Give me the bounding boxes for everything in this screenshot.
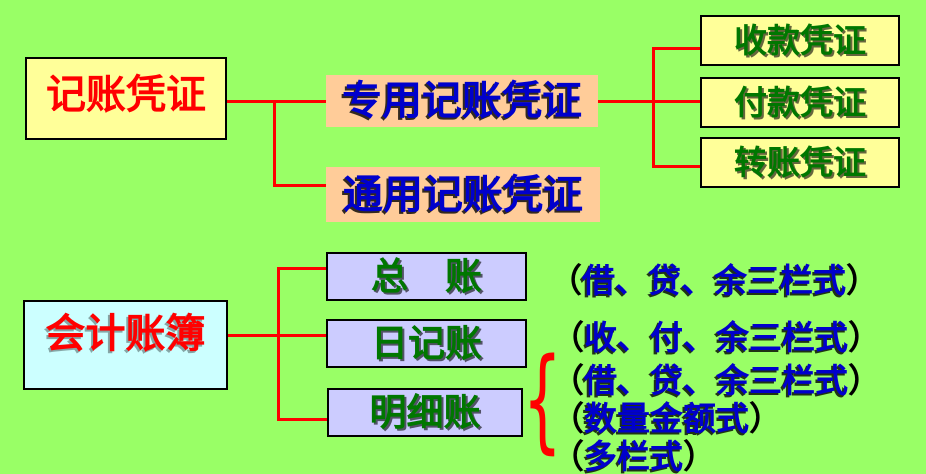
brace-icon: { xyxy=(522,335,562,465)
journal-label: 日记账 xyxy=(371,322,482,365)
connector-to-journal xyxy=(277,334,326,337)
note-paren-close: ） xyxy=(846,261,879,300)
note-paren-open: （ xyxy=(551,361,584,400)
connector-root-to-special xyxy=(227,100,326,103)
note-paren-open: （ xyxy=(551,399,584,438)
note-subsidiary-2-text: 数量金额式 xyxy=(584,399,749,438)
general-ledger-box: 总 账 xyxy=(326,252,527,301)
note-paren-close: ） xyxy=(749,399,782,438)
connector-special-out xyxy=(598,100,652,103)
connector-to-subsidiary xyxy=(277,418,327,421)
general-voucher-label: 通用记账凭证 xyxy=(343,171,583,218)
bookkeeping-voucher-label: 记账凭证 xyxy=(46,72,206,118)
note-subsidiary-3-text: 多栏式 xyxy=(584,437,683,474)
note-journal: （收、付、余三栏式） xyxy=(551,318,881,357)
payment-voucher-box: 付款凭证 xyxy=(700,77,900,128)
note-subsidiary-3: （多栏式） xyxy=(551,437,716,474)
general-ledger-label: 总 账 xyxy=(371,255,482,298)
connector-vertical-voucher xyxy=(273,100,276,187)
special-voucher-label: 专用记账凭证 xyxy=(342,78,582,124)
note-paren-open: （ xyxy=(551,437,584,474)
general-voucher-box: 通用记账凭证 xyxy=(326,167,600,222)
note-journal-text: 收、付、余三栏式 xyxy=(584,318,848,357)
note-paren-close: ） xyxy=(848,318,881,357)
accounting-books-box: 会计账簿 xyxy=(23,300,228,390)
connector-to-payment xyxy=(652,100,700,103)
subsidiary-ledger-box: 明细账 xyxy=(327,388,523,437)
special-voucher-box: 专用记账凭证 xyxy=(326,75,598,127)
connector-vertical-leaves xyxy=(652,47,655,168)
journal-box: 日记账 xyxy=(326,319,527,368)
connector-ledger-out xyxy=(228,334,277,337)
bookkeeping-voucher-box: 记账凭证 xyxy=(25,57,227,140)
connector-to-general xyxy=(273,184,326,187)
transfer-voucher-label: 转账凭证 xyxy=(734,143,866,182)
transfer-voucher-box: 转账凭证 xyxy=(700,137,900,188)
note-paren-close: ） xyxy=(683,437,716,474)
note-subsidiary-1: （借、贷、余三栏式） xyxy=(551,361,881,400)
note-subsidiary-2: （数量金额式） xyxy=(551,399,782,438)
note-subsidiary-1-text: 借、贷、余三栏式 xyxy=(584,361,848,400)
note-paren-open: （ xyxy=(549,261,582,300)
receipt-voucher-label: 收款凭证 xyxy=(734,21,866,60)
subsidiary-ledger-label: 明细账 xyxy=(369,391,481,434)
accounting-books-label: 会计账簿 xyxy=(45,311,206,357)
payment-voucher-label: 付款凭证 xyxy=(734,83,866,122)
note-paren-close: ） xyxy=(848,361,881,400)
connector-to-general-ledger xyxy=(277,267,326,270)
connector-vertical-ledger xyxy=(277,267,280,421)
connector-to-receipt xyxy=(652,47,700,50)
receipt-voucher-box: 收款凭证 xyxy=(700,15,900,66)
note-paren-open: （ xyxy=(551,318,584,357)
note-general-ledger: （借、贷、余三栏式） xyxy=(549,261,879,300)
connector-to-transfer xyxy=(652,165,700,168)
note-general-ledger-text: 借、贷、余三栏式 xyxy=(582,261,846,300)
